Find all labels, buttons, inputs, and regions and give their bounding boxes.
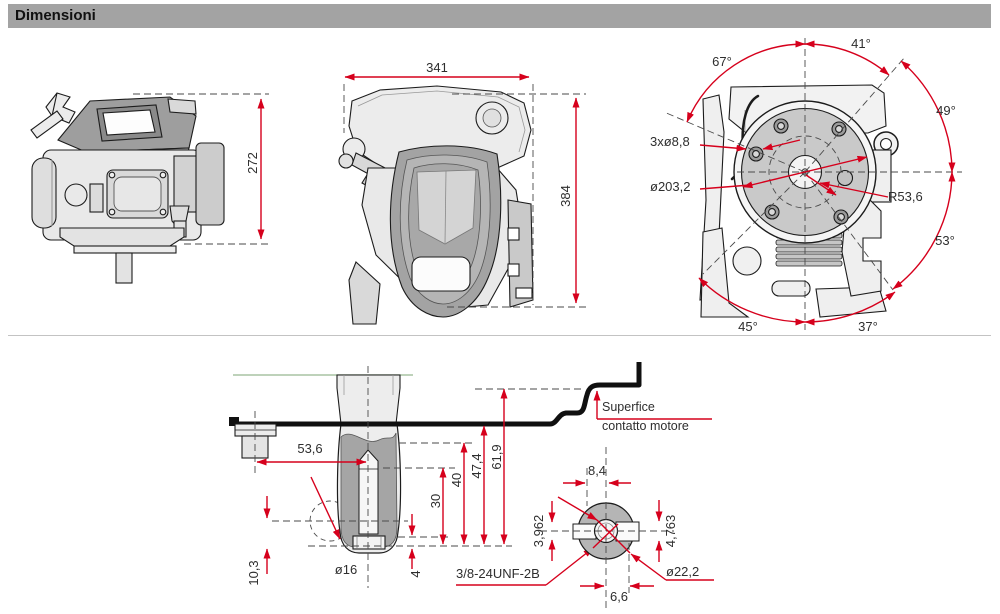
side-view-dimensions — [133, 93, 269, 245]
dim-depth-40: 40 — [449, 472, 464, 488]
dim-bolt-holes: 3xø8,8 — [650, 134, 690, 149]
shaft-section-centerlines — [254, 366, 584, 588]
top-view-drawing — [338, 85, 534, 325]
dim-angle-41: 41° — [851, 36, 871, 51]
dim-crank-offset: 10,3 — [246, 560, 261, 586]
section-divider — [8, 335, 991, 336]
dim-depth-61: 61,9 — [489, 444, 504, 470]
shaft-end-dimensions — [548, 479, 714, 590]
dim-top-width: 341 — [426, 60, 448, 75]
dim-key-bottom: 6,6 — [609, 589, 629, 604]
top-view-dimensions — [343, 73, 586, 308]
dim-angle-45: 45° — [738, 319, 758, 334]
dim-depth-47: 47,4 — [469, 453, 484, 479]
dim-key-top: 8,4 — [587, 463, 607, 478]
dim-slot-left: 3,962 — [531, 514, 546, 548]
surface-note-line2: contatto motore — [602, 419, 689, 433]
shaft-section-dimensions — [256, 388, 712, 586]
dim-bolt-circle-radius: R53,6 — [888, 189, 923, 204]
flywheel-view-drawing — [699, 84, 899, 318]
mount-bushing — [234, 423, 277, 459]
dim-pilot-diameter: ø16 — [334, 562, 358, 577]
dim-side-height: 272 — [245, 152, 260, 174]
surface-note-line1: Superfice — [602, 400, 655, 414]
dim-top-depth: 384 — [558, 185, 573, 207]
dim-thread-spec: 3/8-24UNF-2B — [456, 566, 540, 581]
dim-lip-height: 4 — [408, 570, 423, 578]
page-title: Dimensioni — [15, 7, 96, 24]
dim-angle-53: 53° — [935, 233, 955, 248]
flywheel-angle-dimensions — [686, 40, 956, 326]
dim-angle-37: 37° — [858, 319, 878, 334]
section-header-bar: Dimensioni — [8, 4, 991, 28]
dim-pto-offset: 53,6 — [297, 441, 323, 456]
dim-shaft-diameter: ø22,2 — [666, 564, 700, 579]
dim-angle-67: 67° — [712, 54, 732, 69]
dim-slot-right: 4,763 — [663, 514, 678, 548]
dim-flywheel-diameter: ø203,2 — [650, 179, 691, 194]
dim-angle-49: 49° — [936, 103, 956, 118]
dim-depth-30: 30 — [428, 493, 443, 509]
engine-contact-surface-profile — [238, 362, 642, 427]
side-view-drawing — [30, 92, 225, 284]
